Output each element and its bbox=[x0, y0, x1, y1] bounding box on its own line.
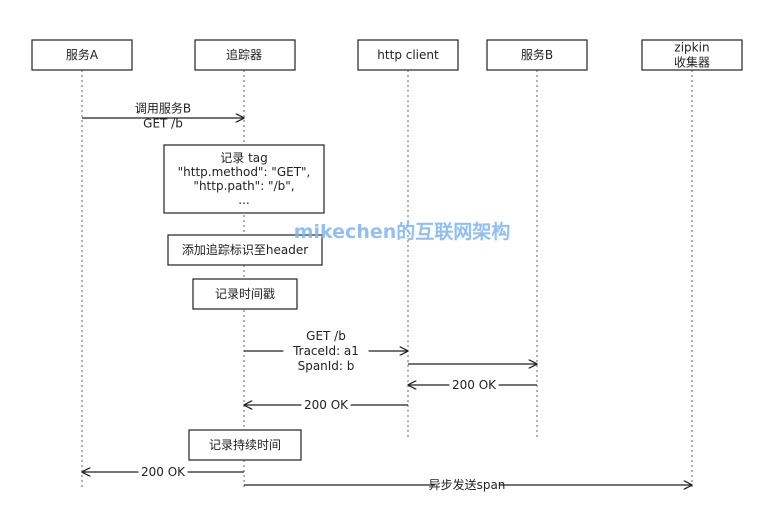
note-box bbox=[192, 278, 298, 310]
note-text: 记录 tag bbox=[220, 151, 268, 165]
participant-label: zipkin bbox=[674, 41, 709, 55]
label-background bbox=[435, 476, 499, 494]
note-text: 记录持续时间 bbox=[209, 437, 281, 452]
message-tracer-to-svcA: 200 OK bbox=[82, 463, 244, 481]
label-background bbox=[138, 463, 188, 481]
message-svcB-to-http: 200 OK bbox=[408, 376, 537, 394]
message-label: GET /b bbox=[306, 329, 346, 343]
message-label: 200 OK bbox=[452, 378, 497, 392]
note-text: "http.method": "GET", bbox=[178, 165, 311, 179]
participant-label: 收集器 bbox=[674, 55, 710, 70]
participant-svcB: 服务B bbox=[486, 39, 588, 71]
note-add-header: 添加追踪标识至header bbox=[167, 234, 323, 266]
label-background bbox=[449, 376, 499, 394]
participant-box bbox=[486, 39, 588, 71]
participant-tracer: 追踪器 bbox=[194, 39, 296, 71]
message-label: SpanId: b bbox=[298, 359, 355, 373]
note-box bbox=[167, 234, 323, 266]
participant-label: http client bbox=[377, 48, 439, 62]
label-background bbox=[283, 327, 369, 375]
participant-box bbox=[31, 39, 133, 71]
participant-label: 追踪器 bbox=[226, 47, 262, 62]
note-text: ... bbox=[238, 193, 249, 207]
participant-svcA: 服务A bbox=[31, 39, 133, 71]
note-duration: 记录持续时间 bbox=[188, 429, 302, 461]
note-tag: 记录 tag"http.method": "GET","http.path": … bbox=[163, 144, 325, 214]
label-background bbox=[301, 396, 351, 414]
message-label: 200 OK bbox=[304, 398, 349, 412]
participant-box bbox=[641, 39, 743, 71]
participant-box bbox=[194, 39, 296, 71]
note-text: "http.path": "/b", bbox=[193, 179, 294, 193]
message-http-to-tracer: 200 OK bbox=[244, 396, 408, 414]
note-text: 记录时间戳 bbox=[215, 287, 275, 301]
note-box bbox=[188, 429, 302, 461]
message-label: 调用服务B bbox=[135, 101, 191, 116]
participant-label: 服务A bbox=[66, 47, 99, 62]
participant-label: 服务B bbox=[521, 47, 553, 62]
note-box bbox=[163, 144, 325, 214]
note-text: 添加追踪标识至header bbox=[182, 242, 308, 257]
message-tracer-to-zipkin: 异步发送span bbox=[244, 476, 692, 494]
message-label: 200 OK bbox=[141, 465, 186, 479]
note-timestamp: 记录时间戳 bbox=[192, 278, 298, 310]
message-label: 异步发送span bbox=[429, 477, 506, 492]
watermark: mikechen的互联网架构 bbox=[294, 220, 511, 243]
message-label: GET /b bbox=[143, 117, 183, 131]
participant-box bbox=[357, 39, 459, 71]
participant-http: http client bbox=[357, 39, 459, 71]
message-label: TraceId: a1 bbox=[292, 344, 359, 358]
